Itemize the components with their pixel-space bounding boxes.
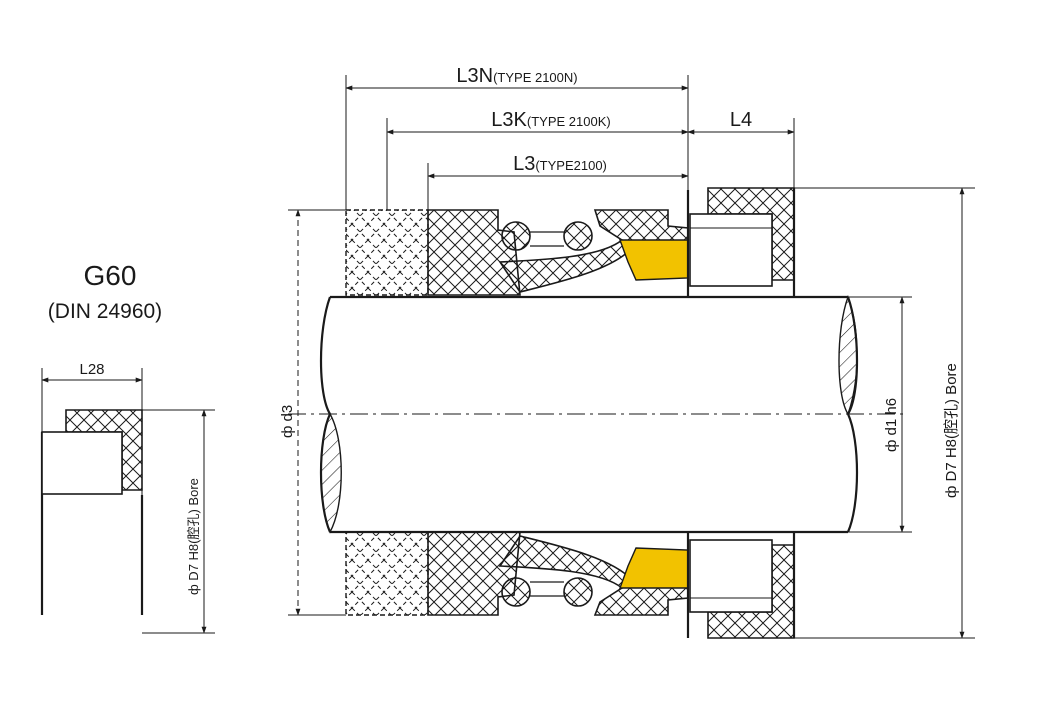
l4-label: L4 <box>730 109 752 131</box>
seat-d7-label: ф D7 H8(腔孔) Bore <box>186 478 201 595</box>
face-ring-top <box>619 239 689 281</box>
face-ring-bottom <box>619 547 689 589</box>
model-title: G60 <box>84 260 137 291</box>
l3-label: L3(TYPE2100) <box>513 153 607 175</box>
seat-drawing: L28 ф D7 H8(腔孔) Bore <box>40 361 215 634</box>
d7-label: ф D7 H8(腔孔) Bore <box>943 363 960 498</box>
l3k-label: L3K(TYPE 2100K) <box>491 109 610 131</box>
l28-label: L28 <box>79 361 104 378</box>
d3-label: ф d3 <box>279 405 296 438</box>
l3n-label: L3N(TYPE 2100N) <box>456 65 577 87</box>
seal-assembly: L3N(TYPE 2100N) L3K(TYPE 2100K) L4 L3(TY… <box>279 65 975 639</box>
standard-label: (DIN 24960) <box>48 300 162 323</box>
d1-label: ф d1 h6 <box>883 398 900 452</box>
